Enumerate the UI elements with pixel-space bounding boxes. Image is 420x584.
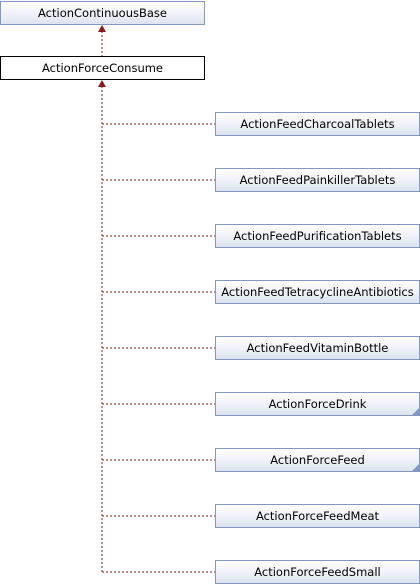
class-node-base[interactable]: ActionContinuousBase — [0, 1, 205, 25]
class-label: ActionFeedTetracyclineAntibiotics — [221, 285, 414, 299]
class-node-derived[interactable]: ActionFeedVitaminBottle — [215, 336, 420, 360]
class-label: ActionForceFeed — [270, 453, 365, 467]
class-label: ActionContinuousBase — [38, 6, 167, 20]
class-node-current: ActionForceConsume — [0, 56, 205, 80]
class-node-derived[interactable]: ActionForceFeedMeat — [215, 504, 420, 528]
class-label: ActionForceFeedMeat — [255, 509, 380, 523]
class-label: ActionForceConsume — [41, 61, 164, 75]
class-node-derived[interactable]: ActionFeedPainkillerTablets — [215, 168, 420, 192]
class-label: ActionFeedCharcoalTablets — [240, 117, 395, 131]
class-label: ActionForceFeedSmall — [254, 565, 381, 579]
arrowhead-base — [98, 25, 106, 32]
class-node-derived[interactable]: ActionForceFeedSmall — [215, 560, 420, 584]
class-label: ActionFeedVitaminBottle — [246, 341, 389, 355]
class-label: ActionFeedPainkillerTablets — [239, 173, 396, 187]
class-node-derived[interactable]: ActionFeedCharcoalTablets — [215, 112, 420, 136]
class-label: ActionFeedPurificationTablets — [233, 229, 402, 243]
class-node-derived[interactable]: ActionFeedPurificationTablets — [215, 224, 420, 248]
class-label: ActionForceDrink — [268, 397, 367, 411]
has-subclasses-marker — [412, 464, 419, 471]
class-node-derived[interactable]: ActionForceFeed — [215, 448, 420, 472]
class-node-derived[interactable]: ActionForceDrink — [215, 392, 420, 416]
class-node-derived[interactable]: ActionFeedTetracyclineAntibiotics — [215, 280, 420, 304]
arrowhead-current — [98, 80, 106, 87]
has-subclasses-marker — [412, 408, 419, 415]
